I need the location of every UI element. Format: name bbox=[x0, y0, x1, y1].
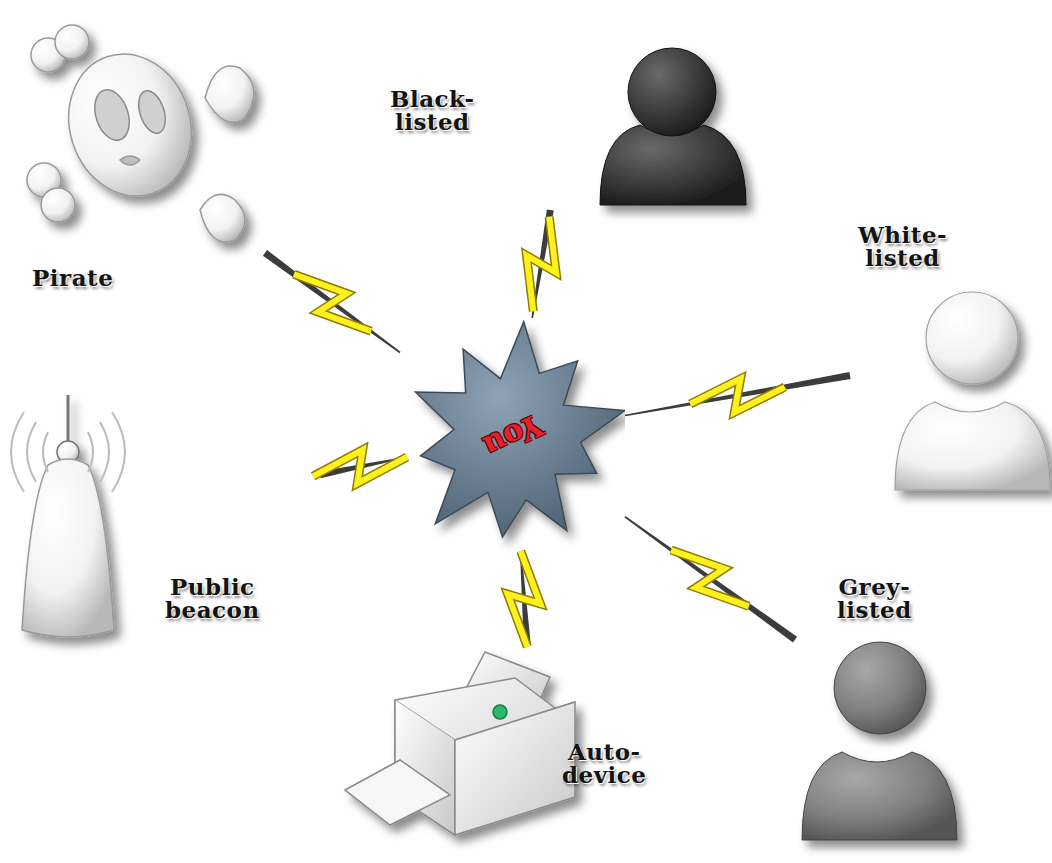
node-label: Black- listed bbox=[390, 87, 475, 134]
icon-node: Auto- device bbox=[340, 645, 730, 863]
hub-star: You bbox=[400, 318, 625, 553]
icon-node: Public beacon bbox=[0, 355, 320, 660]
printer-icon bbox=[345, 652, 575, 835]
icon-node: Grey- listed bbox=[795, 570, 990, 850]
node-label: Auto- device bbox=[562, 740, 646, 787]
icon-node: White- listed bbox=[850, 220, 1052, 495]
person-icon bbox=[802, 642, 957, 840]
beacon-icon bbox=[11, 395, 125, 637]
person-icon bbox=[895, 292, 1050, 490]
lightning-connector bbox=[527, 209, 557, 318]
icon-node: Pirate bbox=[20, 20, 265, 305]
lightning-connector bbox=[263, 250, 401, 353]
node-label: Grey- listed bbox=[837, 575, 912, 622]
node-label: White- listed bbox=[858, 223, 947, 270]
person-icon bbox=[600, 48, 746, 205]
lightning-connector bbox=[508, 551, 541, 647]
lightning-connector bbox=[625, 372, 851, 416]
node-label: Pirate bbox=[32, 266, 113, 289]
skull-icon bbox=[27, 25, 254, 242]
icon-node: Black- listed bbox=[380, 35, 750, 210]
node-label: Public beacon bbox=[165, 575, 260, 622]
lightning-connector bbox=[313, 450, 407, 484]
lightning-connector bbox=[625, 516, 798, 642]
